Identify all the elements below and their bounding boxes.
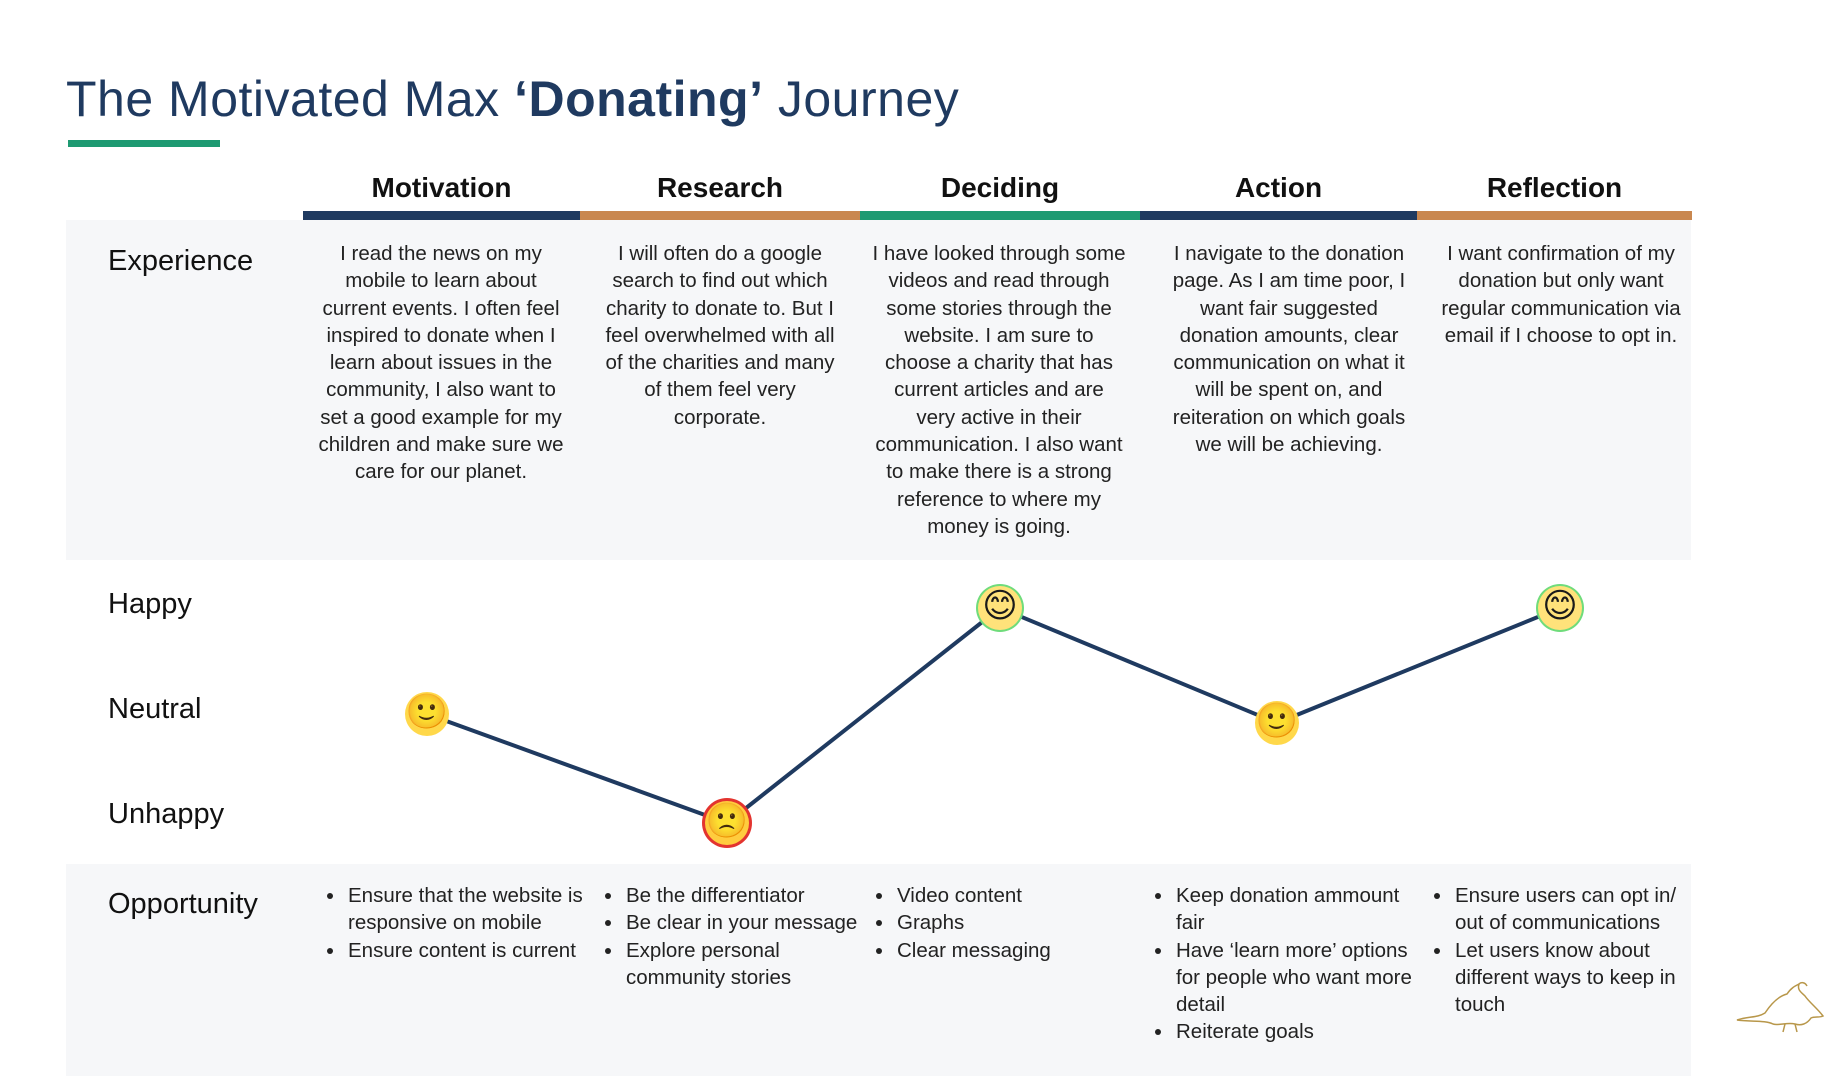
list-item: Video content [895,882,1135,909]
experience-reflection: I want confirmation of my donation but o… [1441,242,1681,347]
page-title: The Motivated Max ‘Donating’ Journey [66,70,959,128]
stage-label: Motivation [371,172,512,203]
opportunity-list-motivation: Ensure that the website is responsive on… [326,882,596,964]
list-item: Let users know about different ways to k… [1453,937,1701,1019]
stage-bar [860,211,1140,220]
list-item: Ensure content is current [346,937,596,964]
neutral-face-icon: 🙂 [405,692,449,736]
row-label-opportunity: Opportunity [108,888,258,920]
opportunity-band [66,864,1691,1076]
stage-bar [1417,211,1692,220]
list-item: Explore personal community stories [624,937,879,992]
stage-motivation: Motivation [303,168,580,220]
title-suffix: Journey [763,71,960,127]
title-underline [68,140,220,147]
emotion-curve-line [426,606,1561,825]
list-item: Ensure that the website is responsive on… [346,882,596,937]
stage-deciding: Deciding [860,168,1140,220]
sad-face-icon: 🙁 [705,801,749,845]
bandicoot-logo-icon [1736,981,1825,1033]
stage-bar [303,211,580,220]
list-item: Ensure users can opt in/ out of communic… [1453,882,1701,937]
stage-reflection: Reflection [1417,168,1692,220]
smiling-face-icon: 😊 [1538,586,1582,630]
list-item: Clear messaging [895,937,1135,964]
stage-bar [1140,211,1417,220]
experience-deciding: I have looked through some videos and re… [872,242,1126,538]
experience-action: I navigate to the donation page. As I am… [1172,242,1406,457]
opportunity-list-reflection: Ensure users can opt in/ out of communic… [1433,882,1701,1018]
stage-research: Research [580,168,860,220]
opportunity-list-action: Keep donation ammount fair Have ‘learn m… [1154,882,1424,1046]
experience-band [66,220,1691,560]
stage-bar [580,211,860,220]
neutral-face-icon: 🙂 [1255,701,1299,745]
stage-label: Deciding [940,172,1060,203]
stage-action: Action [1140,168,1417,220]
stage-label: Action [1234,172,1323,203]
list-item: Keep donation ammount fair [1174,882,1424,937]
opportunity-list-deciding: Video content Graphs Clear messaging [875,882,1135,964]
stage-label: Reflection [1486,172,1623,203]
list-item: Graphs [895,909,1135,936]
row-label-experience: Experience [108,245,254,277]
row-label-unhappy: Unhappy [108,798,225,830]
title-prefix: The Motivated Max [66,71,515,127]
list-item: Have ‘learn more’ options for people who… [1174,937,1424,1019]
row-label-neutral: Neutral [108,693,202,725]
opportunity-list-research: Be the differentiator Be clear in your m… [604,882,879,991]
stage-label: Research [656,172,784,203]
row-label-happy: Happy [108,588,192,620]
list-item: Be the differentiator [624,882,879,909]
experience-research: I will often do a google search to find … [605,242,835,429]
smiling-face-icon: 😊 [978,586,1022,630]
list-item: Reiterate goals [1174,1018,1424,1045]
experience-motivation: I read the news on my mobile to learn ab… [318,242,564,484]
title-emphasis: ‘Donating’ [514,71,764,127]
list-item: Be clear in your message [624,909,879,936]
